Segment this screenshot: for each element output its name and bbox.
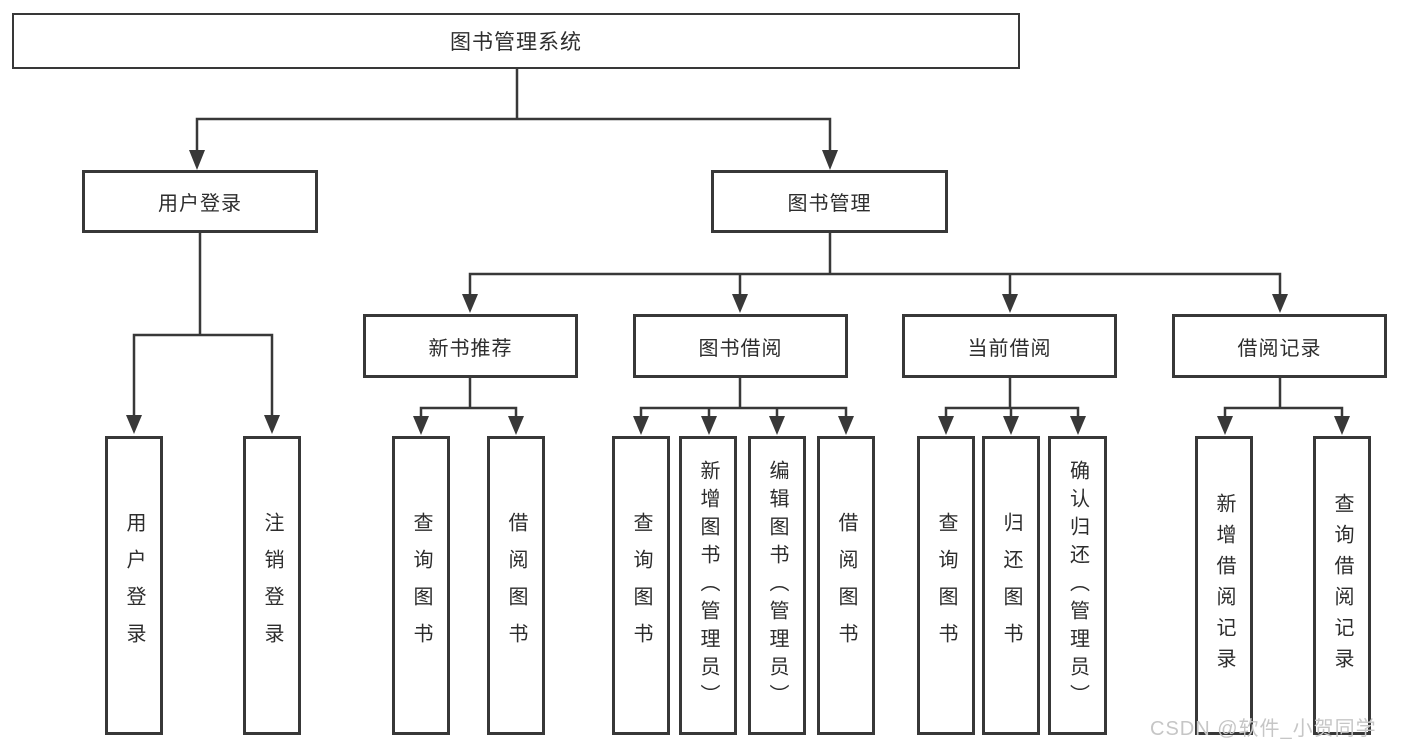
leaf-add-book-admin: 新增图书（管理员） — [679, 436, 737, 735]
node-borrowing-records: 借阅记录 — [1172, 314, 1387, 378]
leaf-add-borrow-record: 新增借阅记录 — [1195, 436, 1253, 735]
node-book-borrowing: 图书借阅 — [633, 314, 848, 378]
leaf-edit-book-admin: 编辑图书（管理员） — [748, 436, 806, 735]
leaf-query-borrow-record: 查询借阅记录 — [1313, 436, 1371, 735]
leaf-logout: 注销登录 — [243, 436, 301, 735]
node-current-borrowing: 当前借阅 — [902, 314, 1117, 378]
node-book-management: 图书管理 — [711, 170, 948, 233]
leaf-query-books-current: 查询图书 — [917, 436, 975, 735]
node-new-book-recommend: 新书推荐 — [363, 314, 578, 378]
arrowhead-icons — [126, 150, 1350, 435]
node-user-login: 用户登录 — [82, 170, 318, 233]
leaf-confirm-return-admin: 确认归还（管理员） — [1048, 436, 1107, 735]
node-root-library-system: 图书管理系统 — [12, 13, 1020, 69]
leaf-query-books-borrowing: 查询图书 — [612, 436, 670, 735]
leaf-query-books-recommend: 查询图书 — [392, 436, 450, 735]
leaf-borrow-books-recommend: 借阅图书 — [487, 436, 545, 735]
leaf-borrow-books: 借阅图书 — [817, 436, 875, 735]
leaf-return-book: 归还图书 — [982, 436, 1040, 735]
csdn-watermark: CSDN @软件_小贺同学 — [1150, 718, 1377, 740]
leaf-user-login: 用户登录 — [105, 436, 163, 735]
